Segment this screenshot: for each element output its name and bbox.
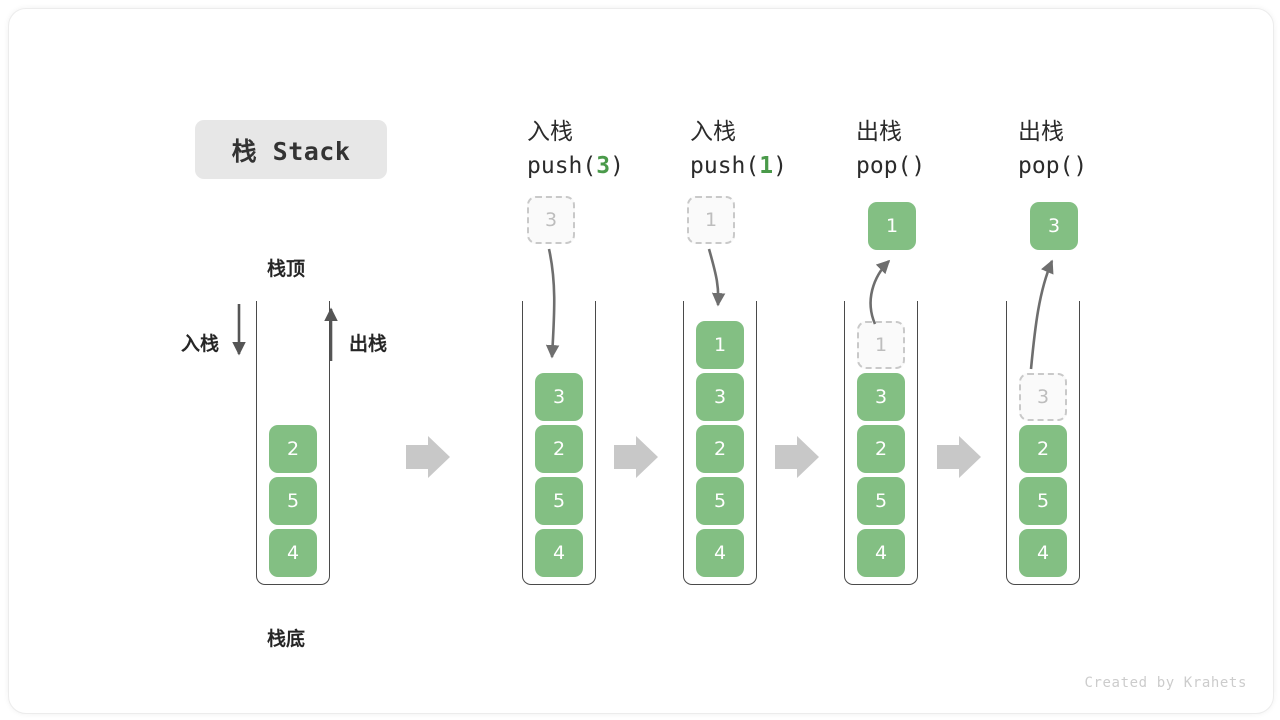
popped-cell-pop-1: 1 [868, 202, 916, 250]
stack-cell: 5 [1019, 477, 1067, 525]
stack-cell: 5 [269, 477, 317, 525]
push-curve-arrow-1-icon [707, 248, 726, 307]
stack-container-push-3 [522, 301, 596, 585]
stack-cell: 5 [857, 477, 905, 525]
stack-bottom-label: 栈底 [267, 628, 306, 650]
stack-container-push-1 [683, 301, 757, 585]
stack-container-pop-1 [844, 301, 918, 585]
heading-op-push-3: push(3) [527, 153, 624, 179]
stack-cell: 3 [857, 373, 905, 421]
removed-ghost-cell-pop-3: 3 [1019, 373, 1067, 421]
push-direction-label: 入栈 [181, 333, 220, 355]
heading-op-pop-3: pop() [1018, 153, 1088, 179]
stack-cell: 2 [269, 425, 317, 473]
stack-cell: 4 [269, 529, 317, 577]
stack-cell: 3 [696, 373, 744, 421]
stack-cell: 5 [696, 477, 744, 525]
stack-cell: 2 [535, 425, 583, 473]
flow-arrow-icon [614, 436, 658, 478]
stack-cell: 1 [696, 321, 744, 369]
stack-container-pop-3 [1006, 301, 1080, 585]
column-heading-push-1: 入栈 push(1) [690, 115, 870, 183]
heading-op-push-1: push(1) [690, 153, 787, 179]
stack-cell: 4 [857, 529, 905, 577]
heading-cn-pop-1: 出栈 [856, 119, 902, 145]
footer-credit: Created by Krahets [1084, 675, 1247, 691]
stack-cell: 2 [857, 425, 905, 473]
page-title: 栈 Stack [231, 136, 351, 166]
stack-cell: 4 [696, 529, 744, 577]
stack-cell: 3 [535, 373, 583, 421]
heading-cn-push-1: 入栈 [690, 119, 736, 145]
stack-cell: 2 [1019, 425, 1067, 473]
column-heading-pop-3: 出栈 pop() [1018, 115, 1198, 183]
stack-top-label: 栈顶 [267, 258, 306, 280]
flow-arrow-icon [937, 436, 981, 478]
popped-cell-pop-3: 3 [1030, 202, 1078, 250]
pop-direction-label: 出栈 [349, 333, 388, 355]
incoming-ghost-cell-push-1: 1 [687, 196, 735, 244]
column-heading-pop-1: 出栈 pop() [856, 115, 1036, 183]
flow-arrow-icon [775, 436, 819, 478]
incoming-ghost-cell-push-3: 3 [527, 196, 575, 244]
heading-op-pop-1: pop() [856, 153, 926, 179]
stack-cell: 2 [696, 425, 744, 473]
removed-ghost-cell-pop-1: 1 [857, 321, 905, 369]
stack-cell: 4 [535, 529, 583, 577]
stack-cell: 5 [535, 477, 583, 525]
stack-cell: 4 [1019, 529, 1067, 577]
flow-arrow-icon [406, 436, 450, 478]
column-heading-push-3: 入栈 push(3) [527, 115, 707, 183]
diagram-title-chip: 栈 Stack [195, 120, 387, 179]
diagram-canvas: 栈 Stack 栈顶 栈底 入栈 出栈 入栈 push(3) 入栈 push(1… [8, 8, 1274, 714]
stack-container-initial [256, 301, 330, 585]
heading-cn-pop-3: 出栈 [1018, 119, 1064, 145]
heading-cn-push-3: 入栈 [527, 119, 573, 145]
